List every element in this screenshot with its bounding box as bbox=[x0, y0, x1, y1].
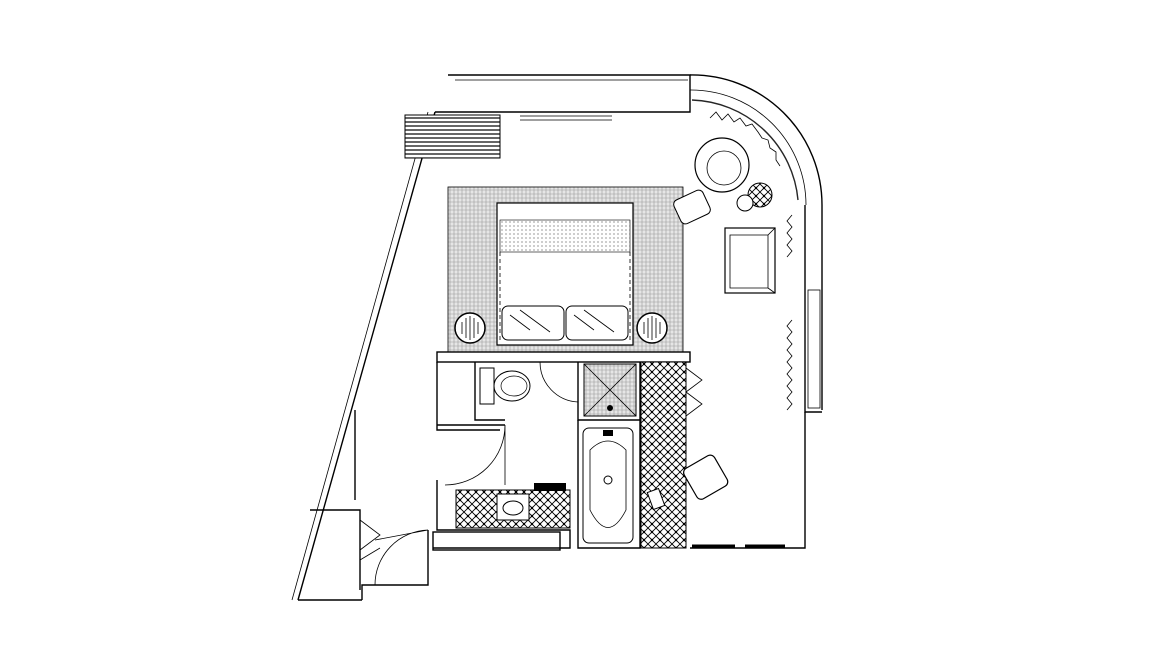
vanity bbox=[455, 483, 571, 529]
bed[interactable] bbox=[496, 202, 634, 346]
bathtub bbox=[582, 427, 634, 544]
pillow bbox=[565, 305, 629, 341]
interior-walls bbox=[310, 351, 691, 600]
shower bbox=[583, 363, 637, 417]
curved-window-seat bbox=[691, 99, 799, 201]
window-curtain-right bbox=[786, 214, 793, 411]
lounge-chair[interactable] bbox=[724, 227, 776, 294]
toilet-door[interactable] bbox=[539, 361, 579, 403]
right-window-frame bbox=[807, 289, 821, 409]
top-window bbox=[520, 115, 612, 121]
toilet bbox=[479, 367, 531, 405]
side-table bbox=[736, 182, 773, 212]
armchair-round[interactable] bbox=[694, 137, 750, 193]
bathroom-door[interactable] bbox=[444, 424, 506, 486]
wardrobe-doors[interactable] bbox=[685, 367, 703, 417]
ottoman[interactable] bbox=[672, 188, 712, 225]
hvac-vent bbox=[404, 114, 501, 159]
window-curtain bbox=[709, 111, 781, 167]
desk-chair[interactable] bbox=[646, 453, 729, 511]
entry-door[interactable] bbox=[374, 529, 429, 586]
nightstand-right bbox=[636, 312, 668, 344]
exterior-walls bbox=[291, 74, 823, 601]
closet-door[interactable] bbox=[359, 519, 381, 561]
pillow bbox=[501, 305, 565, 341]
nightstand-left bbox=[454, 312, 486, 344]
tile-column bbox=[640, 361, 687, 549]
